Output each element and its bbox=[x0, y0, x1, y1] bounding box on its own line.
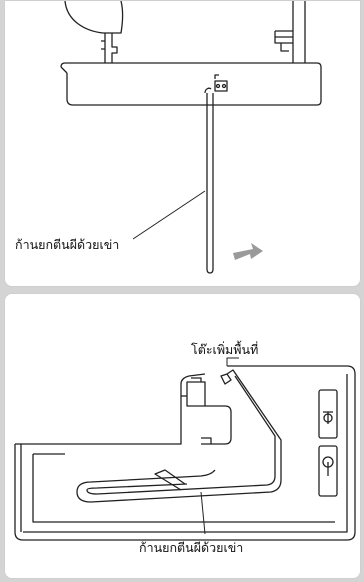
knee-lifter-label-bottom: ก้านยกตีนผีด้วยเข่า bbox=[139, 540, 244, 555]
knee-lifter-insertion-illustration: ก้านยกตีนผีด้วยเข่า bbox=[4, 0, 361, 287]
extension-table-illustration: โต๊ะเพิ่มพื้นที่ ก้านยกตีนผีด้วยเข่า bbox=[4, 293, 361, 579]
extension-table-drawing bbox=[14, 357, 356, 541]
knee-lifter-label-top: ก้านยกตีนผีด้วยเข่า bbox=[15, 237, 120, 252]
sewing-machine-front-drawing bbox=[60, 1, 322, 274]
extension-table-label: โต๊ะเพิ่มพื้นที่ bbox=[191, 342, 259, 357]
direction-arrow-icon bbox=[233, 243, 263, 260]
